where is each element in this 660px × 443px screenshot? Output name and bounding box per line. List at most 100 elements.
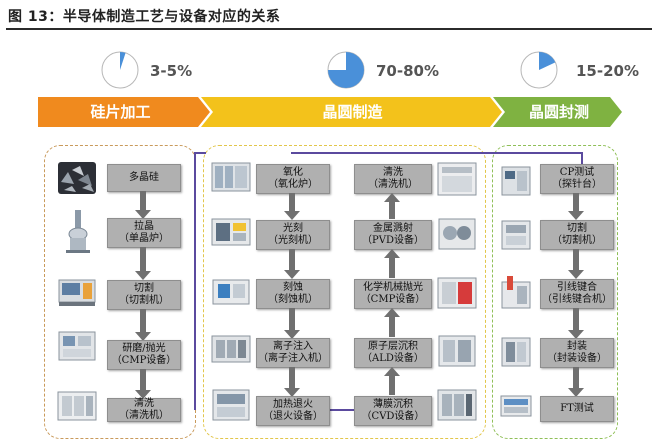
connector-silicon-to-fab	[194, 152, 196, 410]
step-packaging: 封装（封装设备）	[540, 338, 614, 368]
connector-fab-to-package	[395, 152, 583, 154]
step-label: 金属溅射	[373, 223, 413, 234]
stage-1-share-label: 3-5%	[150, 62, 193, 80]
step-slicing: 切割（切割机）	[107, 280, 181, 310]
step-equipment: （氧化炉）	[268, 179, 318, 190]
stage-2-share-label: 70-80%	[376, 62, 440, 80]
step-equipment: （探针台）	[552, 179, 602, 190]
step-label: 清洗	[134, 398, 154, 409]
step-equipment: （切割机）	[552, 235, 602, 246]
wafer-fab-group	[203, 145, 486, 439]
stage-2-name: 晶圆制造	[322, 103, 383, 121]
step-label: 离子注入	[273, 341, 313, 352]
arrow-down	[284, 249, 300, 279]
wire-bonder-photo	[499, 272, 533, 312]
step-ion-implantation: 离子注入（离子注入机）	[256, 338, 330, 368]
stage-arrow-band	[38, 97, 622, 127]
step-oxidation: 氧化（氧化炉）	[256, 164, 330, 194]
step-annealing: 加热退火（退火设备）	[256, 396, 330, 426]
step-thin-film-deposition: 薄膜沉积（CVD设备）	[354, 396, 432, 426]
step-label: 原子层沉积	[368, 341, 418, 352]
ft-tester-photo	[499, 390, 533, 422]
step-atomic-layer-deposition: 原子层沉积（ALD设备）	[354, 338, 432, 368]
arrow-down	[284, 367, 300, 397]
step-equipment: （光刻机）	[268, 235, 318, 246]
arrow-up	[384, 249, 400, 278]
figure-title: 图 13：半导体制造工艺与设备对应的关系	[8, 9, 281, 25]
step-grinding-polishing: 研磨/抛光（CMP设备）	[107, 340, 181, 370]
step-equipment: （切割机）	[119, 295, 169, 306]
stage-3-share-label: 15-20%	[576, 62, 640, 80]
cleaning-machine-icon	[56, 384, 98, 424]
step-label: 清洗	[383, 167, 403, 178]
step-equipment: （CMP设备）	[360, 294, 426, 305]
step-polysilicon: 多晶硅	[107, 164, 181, 192]
title-rule	[6, 28, 652, 30]
anneal-photo	[210, 384, 252, 424]
cvd-tool-photo	[436, 384, 478, 424]
ald-tool-photo	[436, 330, 478, 370]
arrow-down	[568, 193, 584, 220]
arrow-down	[135, 309, 151, 341]
step-equipment: （ALD设备）	[362, 353, 424, 364]
step-chemical-mechanical-polishing: 化学机械抛光（CMP设备）	[354, 279, 432, 309]
step-cleaning: 清洗（清洗机）	[107, 398, 181, 422]
stage-labels: 硅片加工 晶圆制造 晶圆封测	[38, 97, 623, 127]
cleaning-tool-photo	[436, 159, 478, 199]
crystal-furnace-icon	[62, 208, 94, 254]
stage-3-share	[519, 50, 559, 94]
stage-1-name: 硅片加工	[90, 103, 151, 121]
cmp-machine-icon	[56, 326, 98, 364]
step-equipment: （CMP设备）	[111, 355, 177, 366]
step-wire-bonding: 引线键合（引线键合机）	[540, 279, 614, 309]
dicing-saw-photo	[499, 213, 533, 253]
connector-silicon-to-fab-top	[194, 152, 206, 154]
step-equipment: （引线键合机）	[542, 294, 612, 305]
step-fab-cleaning: 清洗（清洗机）	[354, 164, 432, 194]
packaging-test-group	[492, 145, 618, 439]
etcher-photo	[210, 272, 252, 308]
step-equipment: （单晶炉）	[119, 233, 169, 244]
step-etching: 刻蚀（刻蚀机）	[256, 279, 330, 309]
connector-top-left	[291, 152, 395, 154]
arrow-down	[135, 247, 151, 280]
step-equipment: （退火设备）	[263, 411, 323, 422]
step-label: 光刻	[283, 223, 303, 234]
step-label: 加热退火	[273, 399, 313, 410]
step-equipment: （清洗机）	[368, 179, 418, 190]
stage-3-name: 晶圆封测	[528, 103, 589, 121]
wafer-saw-icon	[56, 274, 98, 308]
step-equipment: （刻蚀机）	[268, 294, 318, 305]
step-label: 切割	[567, 223, 587, 234]
arrow-up	[384, 367, 400, 395]
step-equipment: （CVD设备）	[361, 411, 425, 422]
step-equipment: （离子注入机）	[258, 353, 328, 364]
step-ft-test: FT测试	[540, 396, 614, 422]
step-label: 刻蚀	[283, 282, 303, 293]
step-label: 化学机械抛光	[363, 282, 423, 293]
step-label: CP测试	[559, 167, 595, 178]
step-label: 拉晶	[134, 221, 154, 232]
oxidation-furnace-photo	[210, 159, 252, 195]
connector-bottom	[300, 409, 392, 411]
arrow-down	[135, 191, 151, 219]
ion-implanter-photo	[210, 330, 252, 366]
arrow-down	[284, 308, 300, 339]
step-lithography: 光刻（光刻机）	[256, 220, 330, 250]
prober-photo	[499, 159, 533, 199]
step-label: 研磨/抛光	[122, 343, 166, 354]
stage-2-pie-icon	[327, 51, 365, 89]
arrow-down	[135, 369, 151, 399]
stage-3-pie-icon	[520, 51, 558, 89]
polysilicon-chunks-icon	[58, 162, 96, 194]
step-label: FT测试	[560, 403, 594, 414]
stage-1-pie-icon	[101, 51, 139, 89]
step-label: 引线键合	[557, 282, 597, 293]
arrow-up	[384, 308, 400, 337]
step-label: 薄膜沉积	[373, 399, 413, 410]
step-equipment: （清洗机）	[119, 410, 169, 421]
arrow-up	[384, 193, 400, 219]
lithography-photo	[210, 213, 252, 249]
arrow-down	[284, 193, 300, 220]
connector-package-drop	[581, 152, 583, 164]
